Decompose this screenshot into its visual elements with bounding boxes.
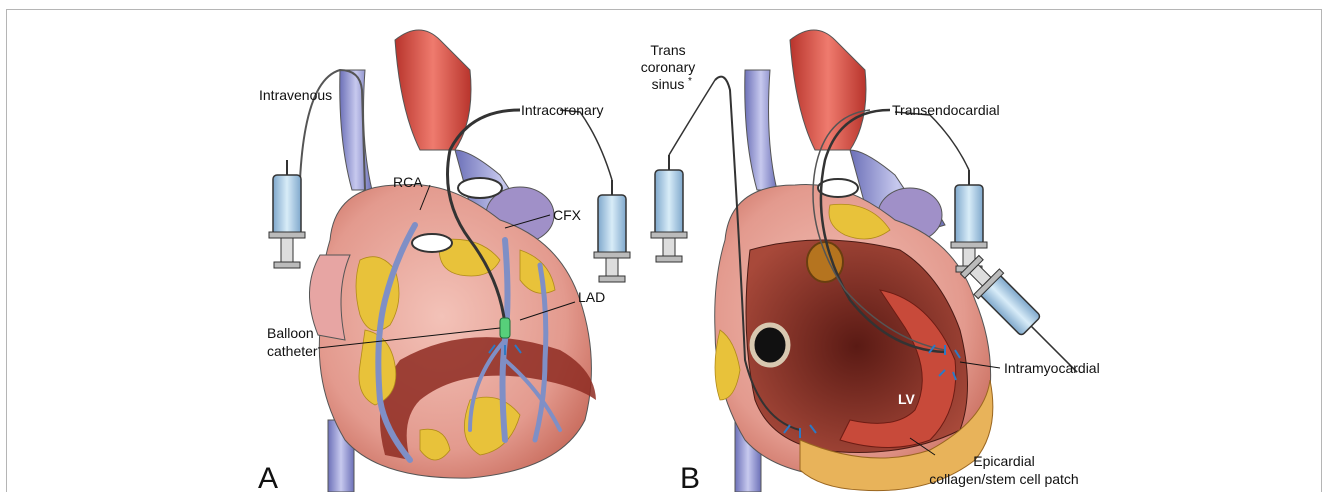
label-trans: Trans [650, 42, 685, 58]
label-transendocardial: Transendocardial [892, 102, 1000, 118]
panel-a-heart [300, 30, 596, 492]
syringe-intracoronary [560, 110, 630, 282]
panel-b-heart [715, 30, 993, 492]
label-sinus: sinus [652, 76, 685, 92]
label-coronary: coronary [641, 59, 695, 75]
syringe-trans-coronary-sinus [651, 80, 715, 262]
panel-letter-b: B [680, 462, 700, 492]
label-balloon: Balloon [267, 325, 314, 341]
label-sinus-asterisk: * [688, 76, 692, 87]
panel-letter-a: A [258, 462, 278, 492]
label-intravenous: Intravenous [259, 87, 332, 103]
label-cfx: CFX [553, 207, 582, 223]
label-patch: collagen/stem cell patch [929, 471, 1078, 487]
label-intramyocardial: Intramyocardial [1004, 360, 1100, 376]
label-epicardial: Epicardial [973, 453, 1034, 469]
label-catheter: catheter [267, 343, 318, 359]
label-lad: LAD [578, 289, 605, 305]
label-rca: RCA [393, 174, 423, 190]
syringe-intravenous [269, 160, 305, 268]
label-lv: LV [898, 391, 916, 407]
label-intracoronary: Intracoronary [521, 102, 603, 118]
